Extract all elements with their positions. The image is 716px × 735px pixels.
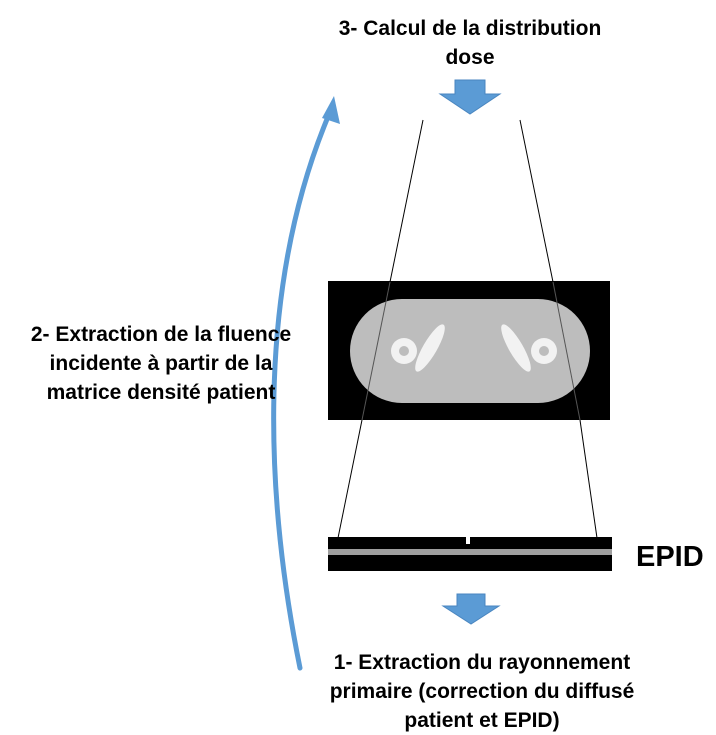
step-2-label: 2- Extraction de la fluence incidente à … bbox=[2, 320, 320, 407]
curved-arrow-icon bbox=[271, 109, 333, 671]
epid-strip bbox=[328, 549, 612, 555]
curved-arrow-head-icon bbox=[322, 96, 340, 124]
step-1-line-1: 1- Extraction du rayonnement bbox=[333, 651, 631, 674]
right-bone-core bbox=[539, 346, 549, 356]
beam-line-left-upper bbox=[389, 119, 424, 283]
beam-line-left-lower bbox=[337, 419, 363, 539]
epid-label: EPID bbox=[636, 541, 704, 573]
right-bone-shaft bbox=[501, 324, 531, 372]
step-2-line-2: incidente à partir de la bbox=[49, 352, 273, 375]
step-3-line-1: 3- Calcul de la distribution bbox=[338, 17, 602, 40]
patient-body bbox=[350, 299, 590, 403]
beam-line-right-inner bbox=[552, 281, 581, 421]
step-3-label: 3- Calcul de la distribution dose bbox=[300, 14, 640, 72]
step-2-line-3: matrice densité patient bbox=[46, 381, 276, 404]
left-bone-core bbox=[399, 346, 409, 356]
step-1-label: 1- Extraction du rayonnement primaire (c… bbox=[282, 648, 682, 735]
left-bone-shaft bbox=[415, 324, 445, 372]
step-2-line-1: 2- Extraction de la fluence bbox=[30, 323, 292, 346]
beam-line-left-inner bbox=[361, 281, 391, 421]
beam-line-right-upper bbox=[519, 119, 554, 283]
beam-line-right-lower bbox=[579, 419, 598, 539]
down-arrow-bottom-icon bbox=[441, 593, 501, 625]
down-arrow-top-icon bbox=[438, 79, 502, 115]
step-1-line-3: patient et EPID) bbox=[404, 709, 560, 732]
epid-marker bbox=[466, 537, 470, 544]
step-1-line-2: primaire (correction du diffusé bbox=[329, 680, 635, 703]
step-3-line-2: dose bbox=[445, 46, 495, 69]
